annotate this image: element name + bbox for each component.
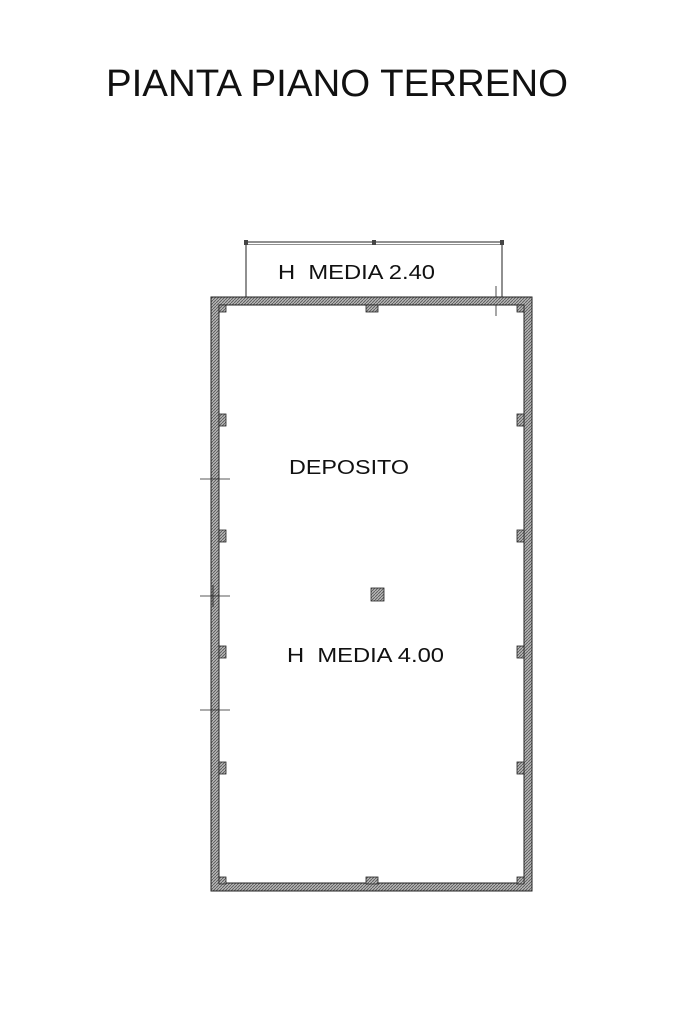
plan-title: PIANTA PIANO TERRENO <box>106 63 568 105</box>
room-name-label: DEPOSITO <box>289 457 409 479</box>
column <box>516 413 525 427</box>
column <box>516 645 525 659</box>
column <box>365 304 379 313</box>
annex-markers <box>244 240 504 245</box>
column <box>516 304 525 313</box>
column <box>218 761 227 775</box>
column <box>365 876 379 885</box>
column <box>218 529 227 543</box>
column <box>218 413 227 427</box>
column <box>218 876 227 885</box>
column <box>218 645 227 659</box>
central-pillar <box>370 587 385 602</box>
column <box>516 529 525 543</box>
column <box>218 304 227 313</box>
annex-height-label: H MEDIA 2.40 <box>278 262 435 284</box>
column <box>516 761 525 775</box>
wall-columns <box>218 304 525 885</box>
column <box>516 876 525 885</box>
room-height-label: H MEDIA 4.00 <box>287 645 444 667</box>
left-wall-marks <box>200 478 230 711</box>
